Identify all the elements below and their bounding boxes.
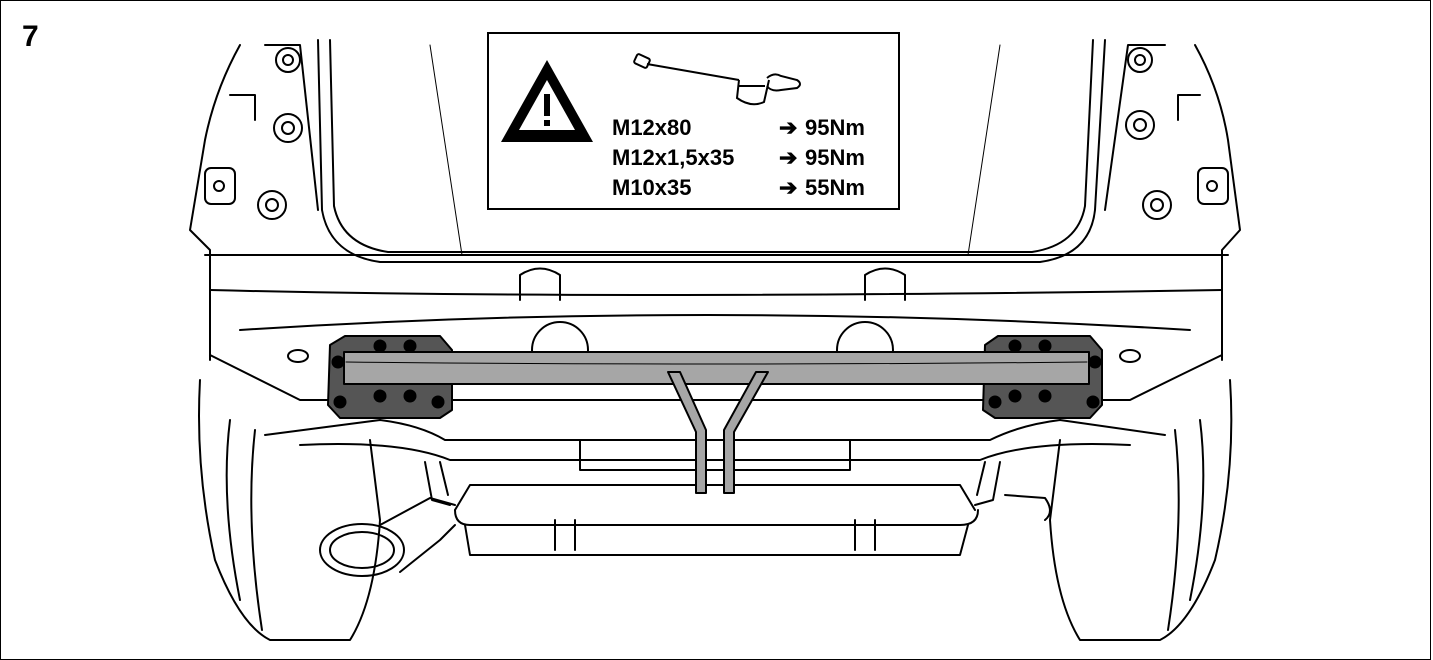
torque-wrench-icon [633,53,801,106]
torque-value: 95Nm [805,115,865,140]
torque-row: M12x80 ➔ 95Nm [489,115,900,141]
left-body-pillar [189,44,319,361]
lower-diffuser [264,419,1166,471]
bolt-size: M12x1,5x35 [612,145,735,170]
hanger-right [974,461,1051,521]
exhaust-tip [319,497,456,577]
towbar-crossbeam [327,335,1103,494]
arrow-icon: ➔ [779,175,798,200]
torque-row: M12x1,5x35 ➔ 95Nm [489,145,900,171]
bolt-size: M10x35 [612,175,692,200]
torque-value: 95Nm [805,145,865,170]
crossbeam-tube [343,351,1090,385]
right-body-pillar [1104,44,1241,361]
bolt-size: M12x80 [612,115,692,140]
tailgate-opening [317,39,1106,263]
step-number: 7 [22,20,39,53]
right-wheel [1049,379,1233,641]
torque-specification-box: M12x80 ➔ 95Nm M12x1,5x35 ➔ 95Nm M10x35 ➔… [487,32,900,210]
arrow-icon: ➔ [779,115,798,140]
arrow-icon: ➔ [779,145,798,170]
warning-triangle-icon [501,60,593,142]
rear-panel [204,254,1229,401]
bracket-bolts [331,339,1102,409]
left-wheel [198,379,381,641]
hanger-left [424,461,451,506]
torque-value: 55Nm [805,175,865,200]
torque-row: M10x35 ➔ 55Nm [489,175,900,201]
ball-mount-y-bracket [667,371,769,494]
rear-muffler [454,484,979,556]
